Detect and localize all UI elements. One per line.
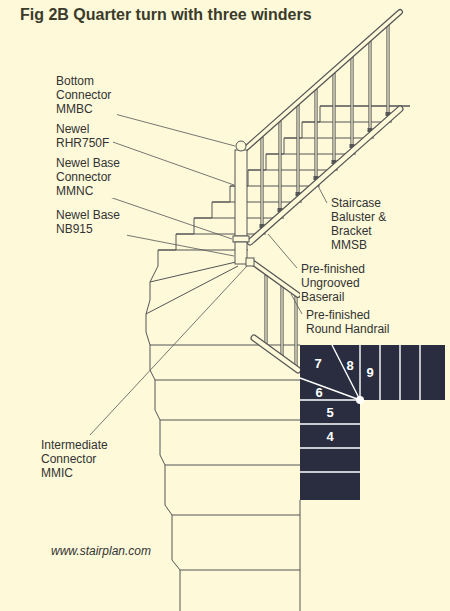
upper-balusters-part-part <box>279 122 280 210</box>
upper-balusters-part-part <box>350 57 353 147</box>
upper-balusters-part-part <box>387 26 388 114</box>
stair-plan-inset-part <box>300 345 420 472</box>
upper-balusters-part-part <box>296 105 299 195</box>
step-number: 7 <box>314 357 321 370</box>
upper-balusters-part-part <box>351 58 352 146</box>
stair-steps-part <box>146 266 158 345</box>
figure-title: Fig 2B Quarter turn with three winders <box>20 6 312 24</box>
lower-balusters-part-part <box>294 296 297 366</box>
newel-post-part <box>236 141 246 151</box>
step-number: 6 <box>315 386 322 399</box>
lower-balusters-part-part <box>265 276 266 343</box>
newel-post-part <box>235 242 247 264</box>
upper-balusters-part-part <box>297 106 298 194</box>
upper-balusters-part-part <box>369 42 370 130</box>
leader-lines-part <box>268 234 297 268</box>
upper-balusters-part-part <box>260 137 263 227</box>
part-label: Bottom Connector MMBC <box>55 74 117 116</box>
stair-plan-inset-part <box>356 396 364 404</box>
newel-post <box>233 141 254 266</box>
stair-steps-part <box>158 106 410 266</box>
step-number: 9 <box>366 366 373 379</box>
rails-part <box>244 12 400 150</box>
newel-post-part <box>235 150 247 236</box>
part-label: Pre-finished Round Handrail <box>305 308 401 336</box>
stair-plan-inset-part-part <box>300 400 360 472</box>
stair-plan-inset-part-part <box>360 345 420 400</box>
part-label: Newel Base NB915 <box>55 208 127 236</box>
stair-plan-inset <box>300 345 445 500</box>
part-label: Intermediate Connector MMIC <box>40 438 116 480</box>
rails <box>244 12 400 370</box>
part-label: Newel Base Connector MMNC <box>55 156 129 198</box>
newel-post-part <box>246 258 254 266</box>
stair-plan-inset-part <box>300 345 445 500</box>
upper-balusters-part-part <box>314 89 317 179</box>
website-url: www.stairplan.com <box>50 544 152 558</box>
upper-balusters-part-part <box>261 138 262 226</box>
part-label: Staircase Baluster & Bracket MMSB <box>330 196 396 252</box>
step-number: 8 <box>346 359 353 372</box>
part-label: Pre-finished Ungrooved Baserail <box>300 262 374 304</box>
newel-post-part <box>233 236 249 242</box>
lower-balusters-part-part <box>295 297 296 365</box>
stair-steps-part <box>150 345 180 611</box>
lower-balusters-part-part <box>264 275 267 344</box>
upper-balusters-part-part <box>315 90 316 178</box>
leader-lines-part <box>90 266 247 435</box>
leader-lines-part <box>318 186 327 203</box>
stair-plan-inset-part-part <box>300 345 360 400</box>
step-number: 5 <box>326 406 333 419</box>
rails-part <box>252 262 298 295</box>
upper-balusters-part-part <box>368 41 371 131</box>
upper-balusters-part-part <box>333 74 334 162</box>
rails-part <box>252 262 298 295</box>
rails-part <box>254 338 298 370</box>
rails-part <box>254 338 298 370</box>
upper-balusters-part-part <box>386 25 389 115</box>
stair-steps-part <box>155 380 300 611</box>
lower-balusters-part-part <box>280 286 283 356</box>
part-label: Newel RHR750F <box>55 122 113 150</box>
upper-balusters-part-part <box>332 73 335 163</box>
lower-balusters-part-part <box>281 287 282 355</box>
upper-balusters-part-part <box>278 121 281 211</box>
step-number: 4 <box>326 430 333 443</box>
stair-steps-part <box>146 262 300 345</box>
rails-part <box>244 12 400 150</box>
